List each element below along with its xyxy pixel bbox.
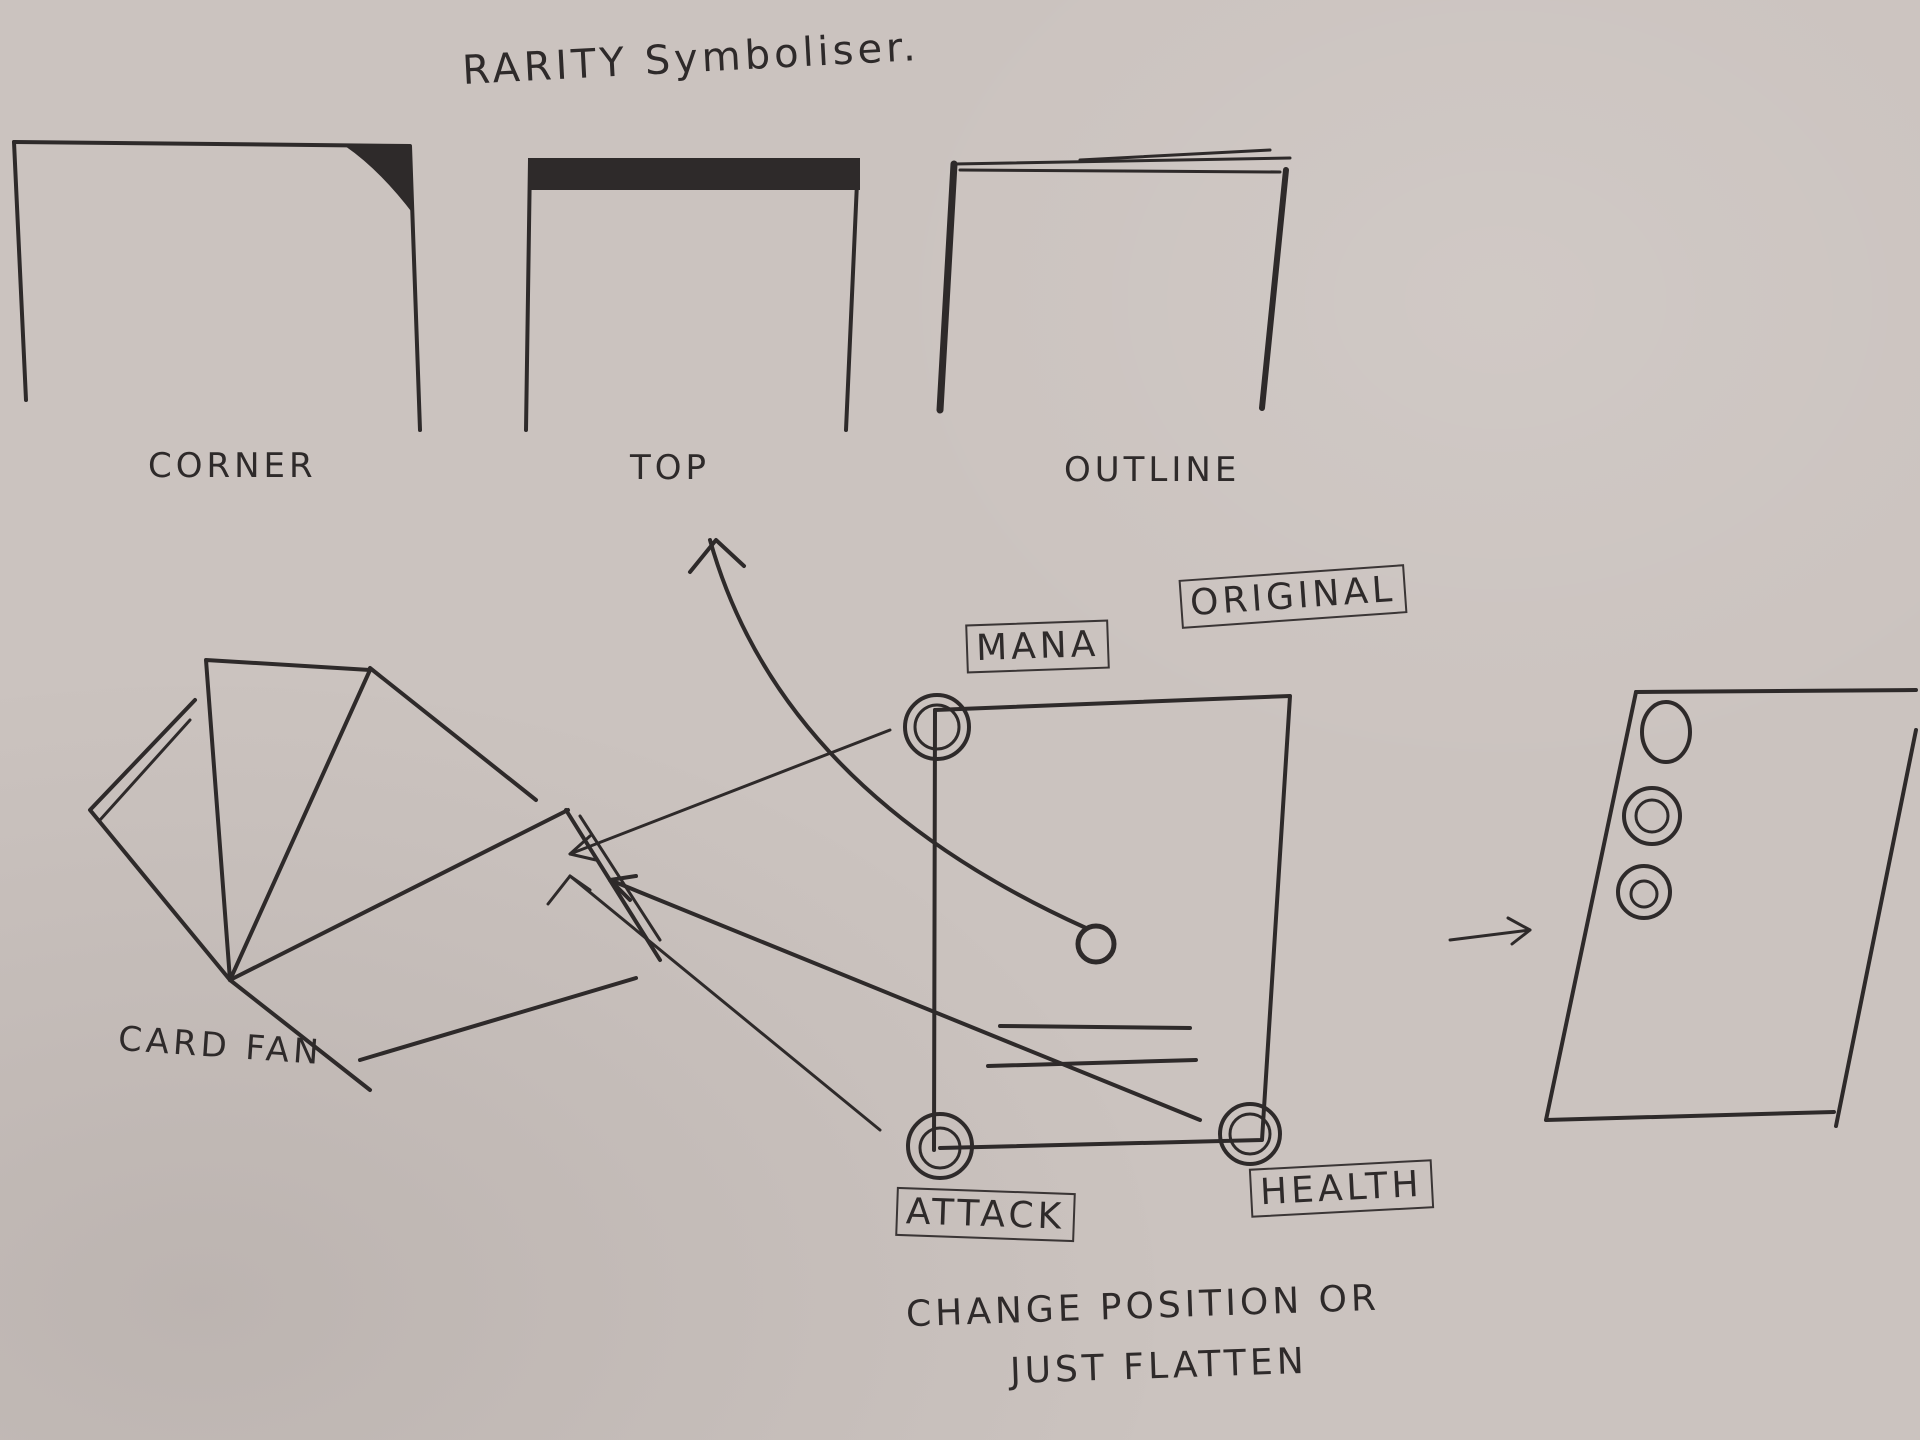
original-card-sketch [903,693,1292,1180]
sketch-arrows [546,538,1532,1132]
attack-label: ATTACK [895,1186,1076,1243]
rarity-label-corner: CORNER [148,446,317,486]
rarity-label-outline: OUTLINE [1064,450,1241,490]
rarity-outline-card [936,148,1292,414]
health-label: HEALTH [1248,1159,1434,1218]
rarity-top-card [524,158,860,432]
rarity-label-top: TOP [630,448,711,488]
rarity-corner-card [12,140,422,432]
mana-label: MANA [965,619,1111,674]
flattened-card-sketch [1544,688,1918,1128]
